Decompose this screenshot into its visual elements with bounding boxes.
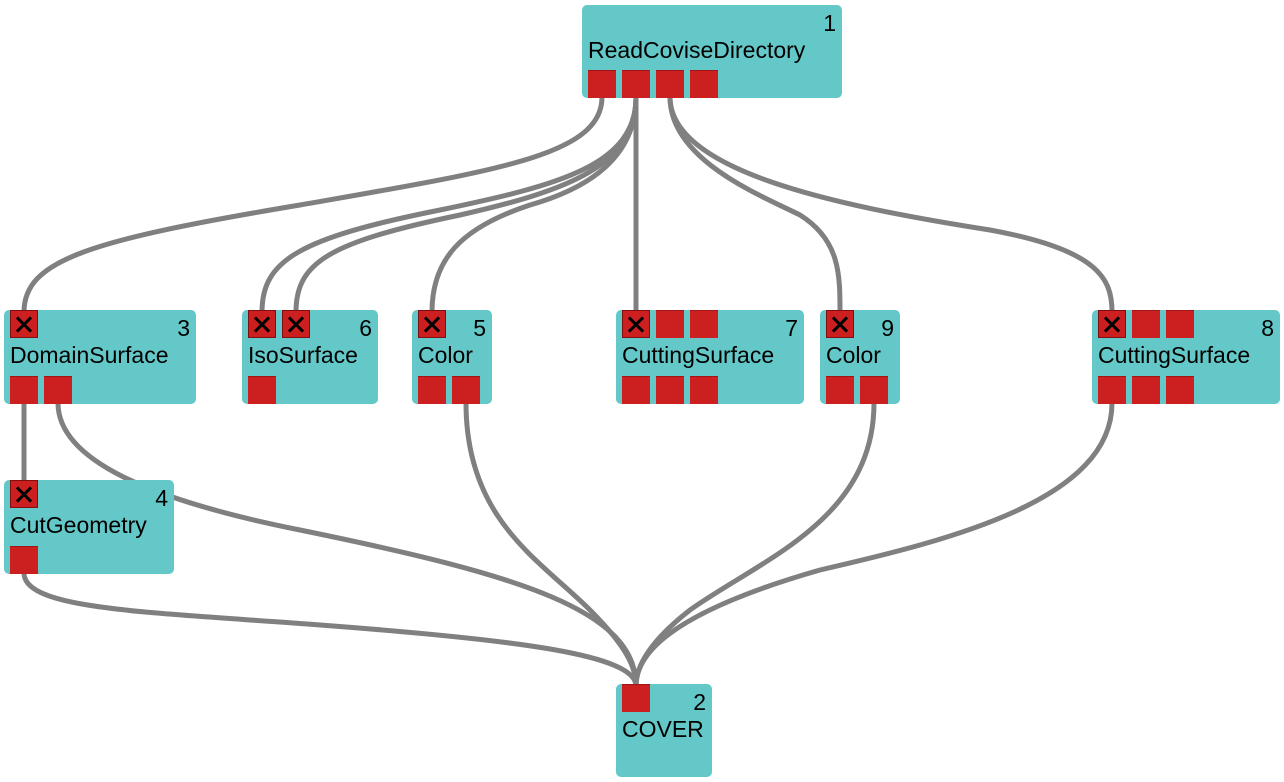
output-port[interactable] xyxy=(656,70,684,98)
output-port[interactable] xyxy=(10,376,38,404)
output-port[interactable] xyxy=(588,70,616,98)
module-number: 9 xyxy=(881,315,894,341)
module-number: 4 xyxy=(155,485,168,511)
module-title: CuttingSurface xyxy=(1098,342,1251,368)
module-number: 2 xyxy=(693,689,706,715)
connection-read-to-cuttingsurface8[interactable] xyxy=(667,94,1115,315)
output-port[interactable] xyxy=(44,376,72,404)
module-title: ReadCoviseDirectory xyxy=(588,37,806,63)
output-port[interactable] xyxy=(10,546,38,574)
connection-color9-to-cover[interactable] xyxy=(633,400,877,689)
module-number: 7 xyxy=(785,315,798,341)
module-number: 3 xyxy=(177,315,190,341)
connection-read-to-isosurface-a[interactable] xyxy=(259,94,639,315)
module-cutgeometry[interactable]: 4 CutGeometry xyxy=(4,480,174,574)
connection-color5-to-cover[interactable] xyxy=(463,400,639,689)
required-input-port-icon[interactable] xyxy=(10,480,38,508)
output-port[interactable] xyxy=(452,376,480,404)
input-port[interactable] xyxy=(622,684,650,712)
module-color-5[interactable]: 5 Color xyxy=(412,310,492,404)
module-readcovisedirectory[interactable]: 1 ReadCoviseDirectory xyxy=(582,5,842,98)
module-title: CutGeometry xyxy=(10,512,147,538)
output-port[interactable] xyxy=(622,70,650,98)
module-number: 1 xyxy=(823,10,836,36)
module-title: Color xyxy=(826,342,881,368)
required-input-port-icon[interactable] xyxy=(10,310,38,338)
output-port[interactable] xyxy=(1132,376,1160,404)
module-title: Color xyxy=(418,342,473,368)
output-port[interactable] xyxy=(690,70,718,98)
input-port[interactable] xyxy=(1166,310,1194,338)
output-port[interactable] xyxy=(622,376,650,404)
input-port[interactable] xyxy=(1132,310,1160,338)
output-port[interactable] xyxy=(690,376,718,404)
output-port[interactable] xyxy=(826,376,854,404)
module-color-9[interactable]: 9 Color xyxy=(820,310,900,404)
required-input-port-icon[interactable] xyxy=(826,310,854,338)
module-number: 8 xyxy=(1261,315,1274,341)
output-port[interactable] xyxy=(1166,376,1194,404)
module-isosurface[interactable]: 6 IsoSurface xyxy=(242,310,378,404)
module-title: DomainSurface xyxy=(10,342,169,368)
module-title: CuttingSurface xyxy=(622,342,775,368)
input-port[interactable] xyxy=(690,310,718,338)
connection-read-to-isosurface-b[interactable] xyxy=(293,94,639,315)
required-input-port-icon[interactable] xyxy=(418,310,446,338)
module-domainsurface[interactable]: 3 DomainSurface xyxy=(4,310,196,404)
module-title: COVER xyxy=(622,716,704,742)
output-port[interactable] xyxy=(248,376,276,404)
input-port[interactable] xyxy=(656,310,684,338)
output-port[interactable] xyxy=(418,376,446,404)
required-input-port-icon[interactable] xyxy=(248,310,276,338)
connection-cuttingsurface8-to-cover[interactable] xyxy=(633,400,1115,689)
output-port[interactable] xyxy=(860,376,888,404)
module-cuttingsurface-8[interactable]: 8 CuttingSurface xyxy=(1092,310,1280,404)
module-number: 6 xyxy=(359,315,372,341)
module-number: 5 xyxy=(473,315,486,341)
module-title: IsoSurface xyxy=(248,342,358,368)
output-port[interactable] xyxy=(656,376,684,404)
module-cuttingsurface-7[interactable]: 7 CuttingSurface xyxy=(616,310,804,404)
connection-read-to-color9[interactable] xyxy=(667,94,843,315)
output-port[interactable] xyxy=(1098,376,1126,404)
connection-cutgeometry-to-cover[interactable] xyxy=(21,570,639,689)
required-input-port-icon[interactable] xyxy=(1098,310,1126,338)
required-input-port-icon[interactable] xyxy=(622,310,650,338)
required-input-port-icon[interactable] xyxy=(282,310,310,338)
connection-read-to-color5[interactable] xyxy=(429,94,639,315)
connection-read-to-domainsurface[interactable] xyxy=(21,94,605,315)
module-cover[interactable]: 2 COVER xyxy=(616,684,712,777)
